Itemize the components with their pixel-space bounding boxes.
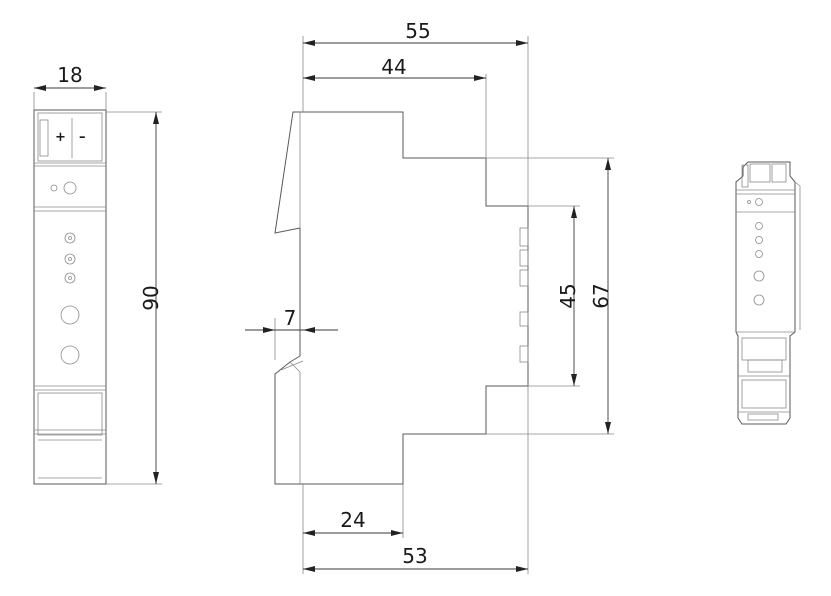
dim-inner-height: 45 [528, 205, 580, 387]
side-connector [519, 249, 529, 267]
side-connector [519, 227, 529, 247]
indicator-icon [50, 184, 58, 192]
front-view: + – [33, 109, 107, 485]
outer-height-label: 67 [589, 283, 613, 308]
led-icon [755, 250, 763, 258]
dim-bottom-depth: 53 [303, 386, 529, 574]
bottom-depth-label: 53 [402, 544, 427, 568]
isometric-view [735, 161, 801, 425]
rail-offset-label: 7 [284, 306, 297, 330]
side-connector [519, 311, 529, 327]
upper-depth-label: 44 [381, 55, 406, 79]
led-icon [755, 198, 763, 206]
button-icon [753, 294, 765, 306]
dim-front-width: 18 [33, 63, 107, 110]
total-depth-label: 55 [405, 19, 430, 43]
side-view [274, 111, 529, 485]
button-icon [60, 345, 80, 365]
inner-height-label: 45 [556, 283, 580, 308]
led-icon [755, 222, 763, 230]
led-icon [64, 253, 76, 265]
side-connector [519, 269, 529, 287]
button-icon [753, 270, 765, 282]
led-icon [63, 181, 77, 195]
dim-outer-height: 67 [486, 157, 614, 435]
led-icon [64, 272, 76, 284]
plus-label: + [55, 130, 66, 145]
lower-depth-label: 24 [340, 508, 365, 532]
front-width-label: 18 [57, 63, 82, 87]
front-height-label: 90 [139, 285, 163, 310]
button-icon [60, 305, 80, 325]
dim-total-depth: 55 [302, 19, 529, 206]
minus-label: – [79, 130, 86, 145]
led-icon [755, 236, 763, 244]
led-icon [64, 232, 76, 244]
dim-upper-depth: 44 [303, 55, 487, 158]
dim-front-height: 90 [106, 111, 163, 485]
dim-rail-offset: 7 [245, 306, 338, 360]
dim-lower-depth: 24 [302, 484, 404, 574]
side-connector [519, 345, 529, 363]
